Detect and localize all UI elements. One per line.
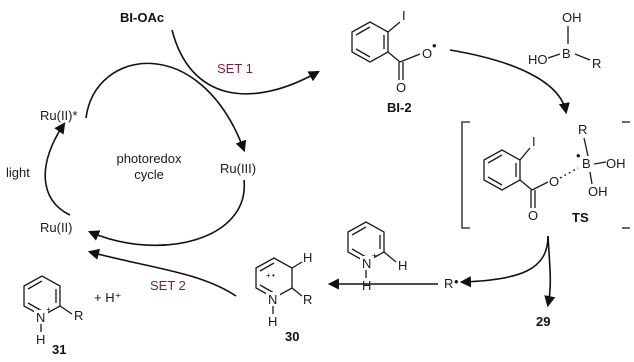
svg-text:•: • — [432, 38, 437, 53]
svg-text:H: H — [36, 332, 45, 347]
svg-text:OH: OH — [562, 10, 582, 25]
svg-text:N: N — [36, 310, 45, 325]
svg-text:O: O — [396, 80, 406, 95]
svg-text:+: + — [372, 251, 377, 260]
light-label: light — [6, 165, 30, 180]
svg-text:I: I — [402, 8, 406, 23]
ru-ii-label: Ru(II) — [40, 220, 73, 235]
svg-text:+: + — [266, 271, 271, 280]
r-radical-label: R — [444, 276, 453, 291]
bi-oac-label: BI-OAc — [120, 10, 164, 25]
svg-text:•: • — [272, 271, 275, 280]
cycle-arc-left — [44, 122, 71, 216]
compound-31-structure: N + H R + H⁺ — [23, 275, 121, 347]
cycle-arc-top — [85, 62, 247, 153]
bi2-label: BI-2 — [387, 100, 412, 115]
svg-text:R: R — [303, 292, 312, 307]
product-29-label: 29 — [536, 314, 550, 329]
set2-label: SET 2 — [150, 278, 186, 293]
ts-structure: I O O R B • OH OH — [483, 122, 626, 223]
svg-text:O: O — [549, 174, 559, 189]
svg-text:N: N — [268, 292, 277, 307]
ts-label: TS — [572, 210, 589, 225]
svg-text:N: N — [362, 256, 371, 271]
compound-30-structure: N + • H H R — [255, 250, 312, 329]
svg-text:H: H — [303, 250, 312, 265]
set2-arrow — [87, 248, 237, 297]
svg-text:R: R — [578, 122, 587, 137]
set1-label: SET 1 — [217, 61, 253, 76]
svg-text:OH: OH — [606, 156, 626, 171]
svg-text:R: R — [74, 308, 83, 323]
svg-text:•: • — [576, 148, 581, 163]
boronic-acid-structure: OH B HO R — [528, 10, 601, 71]
ru-iii-label: Ru(III) — [220, 161, 256, 176]
pyridinium-structure: N + H H — [347, 221, 407, 293]
svg-text:I: I — [532, 134, 536, 149]
svg-text:H: H — [268, 314, 277, 329]
cycle-label: cycle — [134, 167, 164, 182]
svg-text:HO: HO — [528, 52, 548, 67]
svg-text:+: + — [46, 305, 51, 314]
ts-brackets — [461, 121, 630, 229]
svg-text:OH: OH — [588, 184, 608, 199]
cycle-arc-right — [87, 179, 245, 247]
svg-text:H: H — [362, 278, 371, 293]
photoredox-label: photoredox — [116, 151, 182, 166]
svg-text:B: B — [562, 46, 571, 61]
svg-text:R: R — [592, 56, 601, 71]
set1-arrow — [171, 29, 320, 95]
bi2-structure: I O • O — [351, 8, 437, 95]
to-ts-arrow — [449, 49, 570, 115]
svg-text:+ H⁺: + H⁺ — [94, 290, 121, 305]
svg-text:O: O — [422, 46, 432, 61]
ru-excited-label: Ru(II)* — [40, 108, 78, 123]
ts-to-radical-arrow — [459, 235, 549, 288]
compound-31-label: 31 — [52, 342, 66, 357]
compound-30-label: 30 — [285, 329, 299, 344]
r-radical-dot: • — [454, 274, 459, 289]
svg-text:B: B — [582, 156, 591, 171]
ts-to-29-arrow — [544, 235, 556, 308]
svg-text:H: H — [398, 258, 407, 273]
svg-text:O: O — [528, 208, 538, 223]
